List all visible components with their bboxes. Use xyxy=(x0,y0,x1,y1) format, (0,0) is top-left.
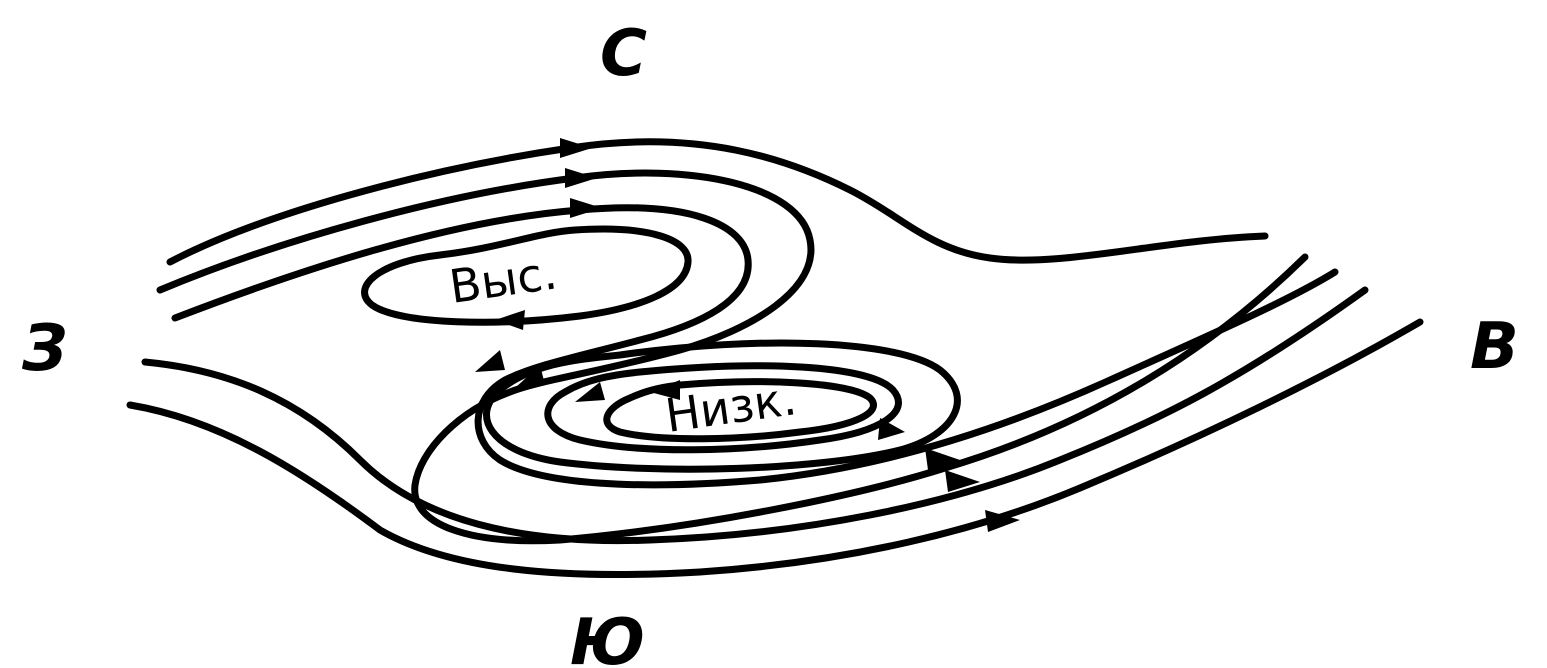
arrow-west-2 xyxy=(515,365,545,388)
arrow-north-3 xyxy=(570,198,602,218)
arrow-north-1 xyxy=(560,138,592,158)
contour-low-outer xyxy=(483,339,961,473)
contour-north-2 xyxy=(156,169,1309,545)
high-pressure-label: Выс. xyxy=(446,245,560,313)
contour-south-1 xyxy=(141,286,1369,545)
arrow-low-left xyxy=(575,382,605,402)
contour-high-inner xyxy=(361,225,692,326)
arrow-north-2 xyxy=(565,168,597,188)
arrow-east-1 xyxy=(925,448,960,470)
compass-south: Ю xyxy=(570,606,645,668)
contour-north-outer xyxy=(166,138,1269,266)
arrow-east-2 xyxy=(945,470,980,492)
compass-west: З xyxy=(21,312,67,386)
arrow-low-right xyxy=(878,418,905,440)
arrow-low-top xyxy=(650,380,680,400)
contour-low-inner xyxy=(603,378,877,443)
arrow-east-3 xyxy=(985,510,1020,532)
arrow-high-bottom xyxy=(495,310,525,330)
compass-north: С xyxy=(600,17,647,91)
compass-east: В xyxy=(1470,310,1519,384)
arrow-west-1 xyxy=(475,350,505,372)
contour-south-2 xyxy=(126,318,1424,579)
contour-low-middle xyxy=(544,362,902,454)
